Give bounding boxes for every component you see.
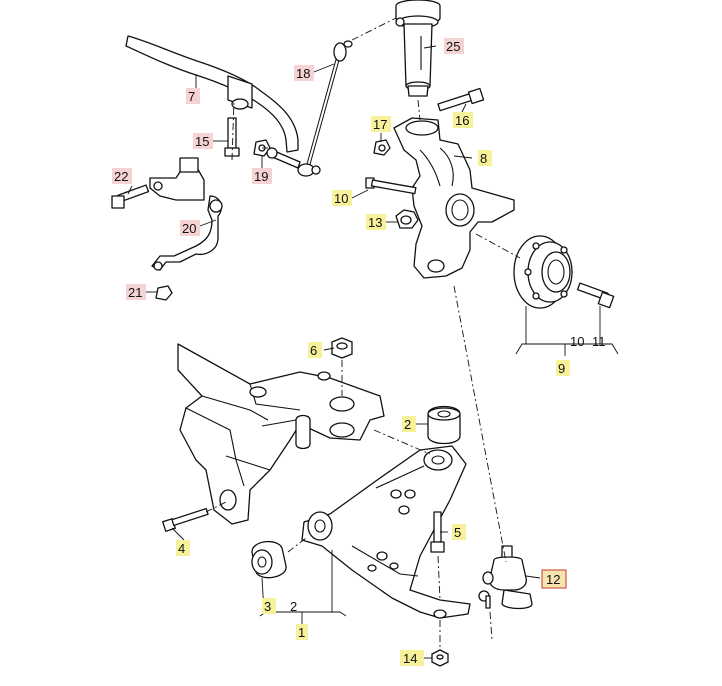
nut-14	[431, 649, 449, 667]
stabilizer-link	[297, 40, 353, 177]
steering-knuckle	[393, 117, 515, 279]
bolt-16	[437, 87, 485, 112]
callout-19: 19	[252, 168, 272, 184]
svg-text:9: 9	[558, 361, 565, 376]
callout-4: 4	[176, 540, 190, 556]
nut-6	[331, 337, 353, 359]
leader-lines	[127, 45, 541, 659]
svg-text:2: 2	[290, 599, 297, 614]
svg-text:2: 2	[404, 417, 411, 432]
callout-10a: 10	[332, 190, 352, 206]
callout-1: 1	[296, 624, 308, 640]
wheel-hub	[513, 235, 573, 309]
subframe	[177, 343, 385, 525]
callout-12: 12	[541, 569, 567, 589]
svg-text:15: 15	[195, 134, 209, 149]
callout-15: 15	[193, 133, 213, 149]
hub-bolt	[576, 282, 615, 309]
svg-text:18: 18	[296, 66, 310, 81]
callout-17: 17	[371, 116, 391, 132]
callout-2b: 2	[290, 599, 297, 614]
svg-text:14: 14	[403, 651, 417, 666]
assembly-lines	[205, 17, 521, 650]
callout-22: 22	[112, 168, 132, 184]
level-sensor	[149, 157, 223, 271]
svg-text:16: 16	[455, 113, 469, 128]
svg-text:1: 1	[298, 625, 305, 640]
callout-14: 14	[400, 650, 424, 666]
bolt-15	[224, 117, 240, 157]
nut-19	[253, 139, 301, 169]
bolt-5	[430, 511, 445, 553]
callout-3: 3	[262, 598, 276, 614]
svg-text:5: 5	[454, 525, 461, 540]
strut	[395, 0, 441, 97]
callout-18: 18	[294, 65, 314, 81]
svg-text:22: 22	[114, 169, 128, 184]
callout-5: 5	[452, 524, 466, 540]
nut-17	[373, 139, 391, 156]
svg-text:10: 10	[570, 334, 584, 349]
svg-text:10: 10	[334, 191, 348, 206]
svg-text:8: 8	[480, 151, 487, 166]
callout-6: 6	[308, 342, 322, 358]
callout-9: 9	[556, 360, 570, 376]
svg-text:17: 17	[373, 117, 387, 132]
bolt-4	[162, 507, 209, 532]
callout-10b: 10 11	[570, 334, 606, 349]
group-bracket-9	[515, 306, 619, 356]
svg-text:12: 12	[546, 572, 560, 587]
callout-2a: 2	[402, 416, 416, 432]
svg-text:6: 6	[310, 343, 317, 358]
callout-16: 16	[453, 112, 473, 128]
svg-text:13: 13	[368, 215, 382, 230]
bushing-3	[251, 541, 287, 579]
callouts: 7 15 18 19 20 21 22 25 16 17 8 10 13 9 6…	[112, 38, 606, 666]
nut-21	[155, 285, 173, 301]
callout-7: 7	[186, 88, 200, 104]
svg-text:11: 11	[592, 334, 606, 349]
svg-text:20: 20	[182, 221, 196, 236]
svg-text:25: 25	[446, 39, 460, 54]
callout-8: 8	[478, 150, 492, 166]
bushing-2	[427, 405, 461, 445]
svg-text:4: 4	[178, 541, 185, 556]
svg-text:7: 7	[188, 89, 195, 104]
bolt-10	[365, 177, 417, 195]
svg-text:19: 19	[254, 169, 268, 184]
callout-13: 13	[366, 214, 386, 230]
ball-joint	[478, 545, 533, 610]
nut-13	[395, 209, 419, 229]
callout-25: 25	[444, 38, 464, 54]
svg-text:3: 3	[264, 599, 271, 614]
svg-text:21: 21	[128, 285, 142, 300]
callout-20: 20	[180, 220, 200, 236]
callout-21: 21	[126, 284, 146, 300]
bolt-22	[111, 184, 150, 209]
